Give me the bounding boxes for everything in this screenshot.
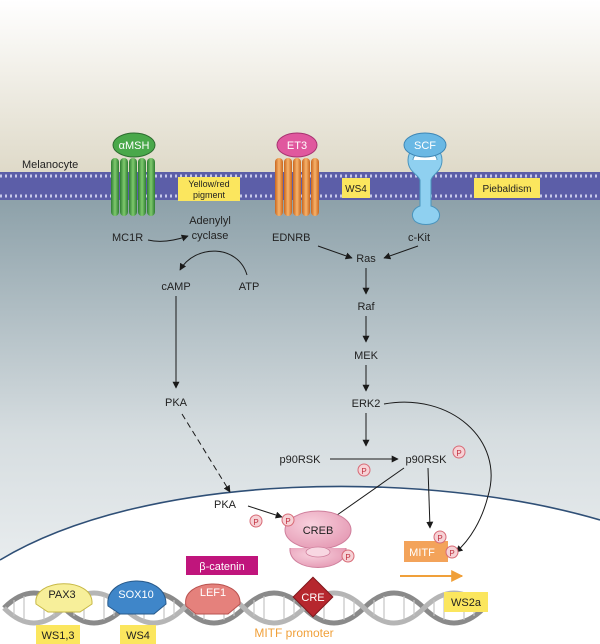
pka-to-creb-arrow [247, 505, 283, 519]
adenylyl-label-line1: Adenylyl [189, 215, 231, 227]
ednrb-label: EDNRB [272, 232, 311, 244]
camp-label: cAMP [161, 281, 190, 293]
pka-translocation-arrow [181, 413, 231, 493]
phospho-label: P [361, 467, 366, 476]
mc1r-to-ac-arrow [147, 234, 189, 242]
cre-element [292, 576, 334, 618]
cre-label: CRE [301, 592, 324, 604]
p90rsk-inactive-label: p90RSK [280, 454, 322, 466]
sox10-label: SOX10 [118, 589, 153, 601]
phospho-label: P [449, 549, 454, 558]
creb-protein [284, 510, 352, 568]
mitf-label: MITF [409, 547, 435, 559]
ws4-membrane-label: WS4 [345, 184, 367, 195]
p90rsk-active-label: p90RSK [406, 454, 448, 466]
pka-nucleus-label: PKA [214, 499, 237, 511]
pigment-box [178, 177, 240, 201]
msh-ligand [112, 132, 156, 158]
ws2a-label: WS2a [451, 597, 482, 609]
sox10-protein [107, 580, 167, 615]
atp-to-camp-arrow [179, 250, 248, 276]
et3-ligand [276, 132, 318, 158]
piebaldism-label: Piebaldism [483, 184, 532, 195]
phospho-label: P [456, 449, 461, 458]
scf-ligand [403, 132, 447, 158]
phospho-label: P [437, 534, 442, 543]
pax3-protein [35, 583, 93, 613]
erk2-label: ERK2 [352, 398, 381, 410]
erk2-to-mitf-arrow [383, 401, 492, 553]
pigment-label-line1: Yellow/red [188, 179, 229, 189]
atp-label: ATP [239, 281, 260, 293]
melanocyte-label: Melanocyte [22, 159, 78, 171]
p90rsk-to-mitf-arrow [426, 467, 434, 529]
creb-label: CREB [303, 525, 334, 537]
mitf-promoter-label: MITF promoter [254, 626, 333, 640]
phospho-badge [281, 513, 295, 527]
phospho-label: P [345, 553, 350, 562]
ws13-box [36, 625, 80, 644]
raf-label: Raf [357, 301, 375, 313]
ws4-dna-label: WS4 [126, 630, 150, 642]
mc1r-receptor [111, 158, 155, 216]
phospho-label: P [253, 518, 258, 527]
phospho-badge [249, 514, 263, 528]
ws4-membrane-box [342, 178, 370, 198]
piebaldism-box [474, 178, 540, 198]
phospho-badge [452, 445, 466, 459]
msh-label: αMSH [119, 140, 150, 152]
p90rsk-to-creb-arrow [329, 467, 405, 521]
beta-catenin-label: β-catenin [199, 561, 244, 573]
et3-label: ET3 [287, 140, 307, 152]
mitf-box [404, 541, 448, 562]
mek-label: MEK [354, 350, 379, 362]
pax3-label: PAX3 [48, 589, 75, 601]
ws4-dna-box [120, 625, 156, 644]
ckit-to-ras-arrow [383, 245, 419, 260]
phospho-label: P [285, 517, 290, 526]
pigment-label-line2: pigment [193, 190, 226, 200]
phospho-badge [357, 463, 371, 477]
nuclear-envelope [0, 485, 600, 561]
phospho-badge [341, 549, 355, 563]
lef1-protein [185, 583, 241, 615]
ws2a-box [444, 592, 488, 612]
ras-label: Ras [356, 253, 376, 265]
ednrb-receptor [275, 158, 319, 216]
lef1-label: LEF1 [200, 587, 226, 599]
pka-cytoplasm-label: PKA [165, 397, 188, 409]
phospho-badge [445, 545, 459, 559]
beta-catenin-box [186, 556, 258, 575]
phospho-badge [433, 530, 447, 544]
ckit-label: c-Kit [408, 232, 430, 244]
adenylyl-label-line2: cyclase [192, 230, 229, 242]
scf-label: SCF [414, 140, 436, 152]
ednrb-to-ras-arrow [317, 245, 353, 260]
ws13-label: WS1,3 [41, 630, 74, 642]
mc1r-label: MC1R [112, 232, 143, 244]
